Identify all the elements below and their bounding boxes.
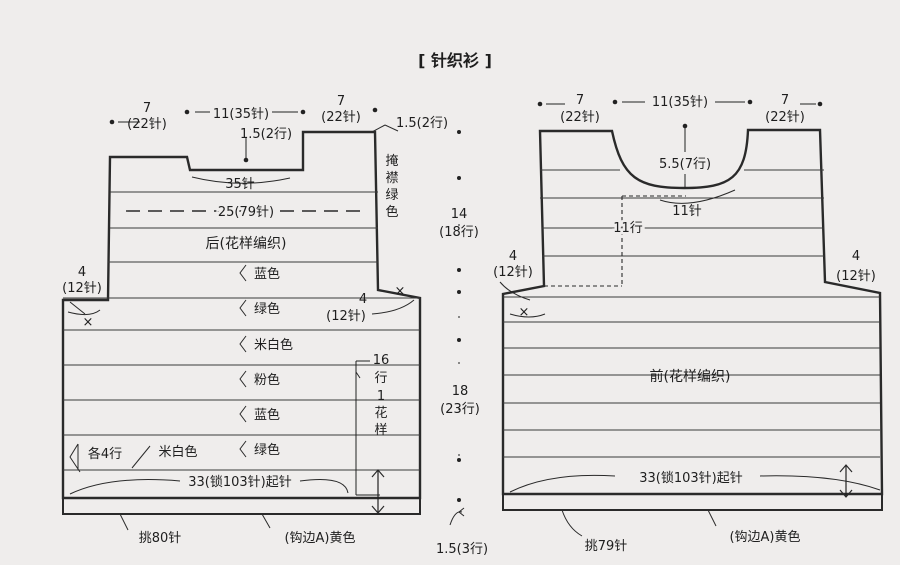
front-top-dimensions — [537, 99, 823, 188]
back-left-cross-mark: × — [83, 315, 94, 330]
front-right-shoulder-stitches: (22针) — [765, 110, 805, 125]
back-each-color-note: 米白色 — [158, 444, 197, 460]
diagram-title: [ 针织衫 ] — [418, 51, 492, 70]
front-left-shoulder-width: 7 — [576, 93, 584, 108]
svg-text:绿色: 绿色 — [254, 442, 280, 458]
back-neck-width: 11(35针) — [213, 107, 269, 122]
front-pattern-label: 前(花样编织) — [650, 368, 731, 385]
svg-text:蓝色: 蓝色 — [254, 266, 280, 282]
back-neck-depth: 1.5(2行) — [240, 127, 292, 142]
back-right-armhole-stitches: (12针) — [326, 309, 366, 324]
back-shoulder-rows: 1.5(2行) — [396, 116, 448, 131]
svg-text:襟: 襟 — [385, 171, 398, 186]
back-outline — [61, 130, 422, 500]
back-neck-stitches: 35针 — [225, 177, 255, 192]
front-left-armhole-width: 4 — [509, 249, 517, 264]
middle-hem-height: 1.5(3行) — [436, 542, 488, 557]
back-hem-band — [62, 497, 421, 515]
front-neck-stitches: 11针 — [672, 204, 702, 219]
front-neck-rows: 11行 — [613, 221, 643, 236]
back-repeat-count: 1 — [377, 389, 385, 404]
middle-lower-height: 18 — [452, 384, 469, 399]
back-right-shoulder-width: 7 — [337, 94, 345, 109]
svg-text:蓝色: 蓝色 — [254, 407, 280, 423]
middle-lower-rows: (23行) — [440, 402, 480, 417]
back-repeat-unit-1: 花 — [374, 405, 387, 421]
middle-measurements: 14 (18行) 18 (23行) 1.5(3行) — [436, 130, 488, 557]
back-right-cross-mark: × — [395, 284, 406, 299]
back-right-shoulder-stitches: (22针) — [321, 110, 361, 125]
back-stripe-color-labels: 蓝色 绿色 米白色 粉色 蓝色 绿色 — [239, 264, 293, 458]
back-vertical-note: 掩 襟 绿 色 — [385, 154, 398, 220]
front-cast-on: 33(锁103针)起针 — [639, 470, 743, 486]
front-neck-depth: 5.5(7行) — [659, 157, 711, 172]
back-pick-up-stitches: 挑80针 — [139, 531, 182, 546]
front-hem-band — [502, 493, 883, 511]
svg-text:米白色: 米白色 — [254, 337, 293, 353]
front-stripe-lines — [503, 169, 880, 458]
front-left-shoulder-stitches: (22针) — [560, 110, 600, 125]
back-repeat-bracket — [355, 360, 380, 496]
front-right-armhole-width: 4 — [852, 249, 860, 264]
front-piece: 7 (22针) 11(35针) 7 (22针) 5.5(7行) 11针 11行 … — [493, 93, 884, 554]
svg-text:掩: 掩 — [385, 154, 398, 169]
middle-upper-rows: (18行) — [439, 225, 479, 240]
back-left-armhole-stitches: (12针) — [62, 281, 102, 296]
svg-text:绿: 绿 — [385, 188, 398, 203]
front-pick-up-stitches: 挑79针 — [585, 539, 628, 554]
back-right-armhole-width: 4 — [359, 292, 367, 307]
front-left-armhole-stitches: (12针) — [493, 265, 533, 280]
back-top-dimensions — [109, 107, 399, 163]
back-repeat-rows-number: 16 — [373, 353, 390, 368]
front-outline — [501, 128, 884, 496]
back-left-armhole-width: 4 — [78, 265, 86, 280]
back-cast-on: 33(锁103针)起针 — [188, 474, 292, 490]
front-neck-width: 11(35针) — [652, 95, 708, 110]
front-left-cross-mark: × — [519, 305, 530, 320]
back-bind-off-stitches: 25(79针) — [218, 205, 274, 220]
front-edging: (钩边A)黄色 — [729, 529, 800, 545]
back-edging: (钩边A)黄色 — [284, 530, 355, 546]
front-hem-arrow — [839, 464, 853, 498]
back-pattern-label: 后(花样编织) — [206, 236, 287, 252]
back-repeat-unit-2: 样 — [374, 423, 387, 438]
back-repeat-rows-unit: 行 — [374, 371, 387, 386]
front-right-shoulder-width: 7 — [781, 93, 789, 108]
front-right-armhole-stitches: (12针) — [836, 269, 876, 284]
back-piece: 7 (22针) 11(35针) 7 (22针) 1.5(2行) 1.5(2行) … — [61, 94, 448, 546]
back-hem-arrow — [371, 469, 385, 514]
back-each-rows-note: 各4行 — [88, 446, 122, 462]
back-stripe-lines — [63, 191, 420, 471]
svg-text:色: 色 — [385, 204, 398, 220]
front-dashed-lines — [544, 195, 686, 287]
back-left-shoulder-width: 7 — [143, 101, 151, 116]
svg-text:绿色: 绿色 — [254, 301, 280, 317]
back-left-shoulder-stitches: (22针) — [127, 117, 167, 132]
middle-upper-height: 14 — [451, 207, 468, 222]
svg-text:粉色: 粉色 — [254, 372, 280, 388]
